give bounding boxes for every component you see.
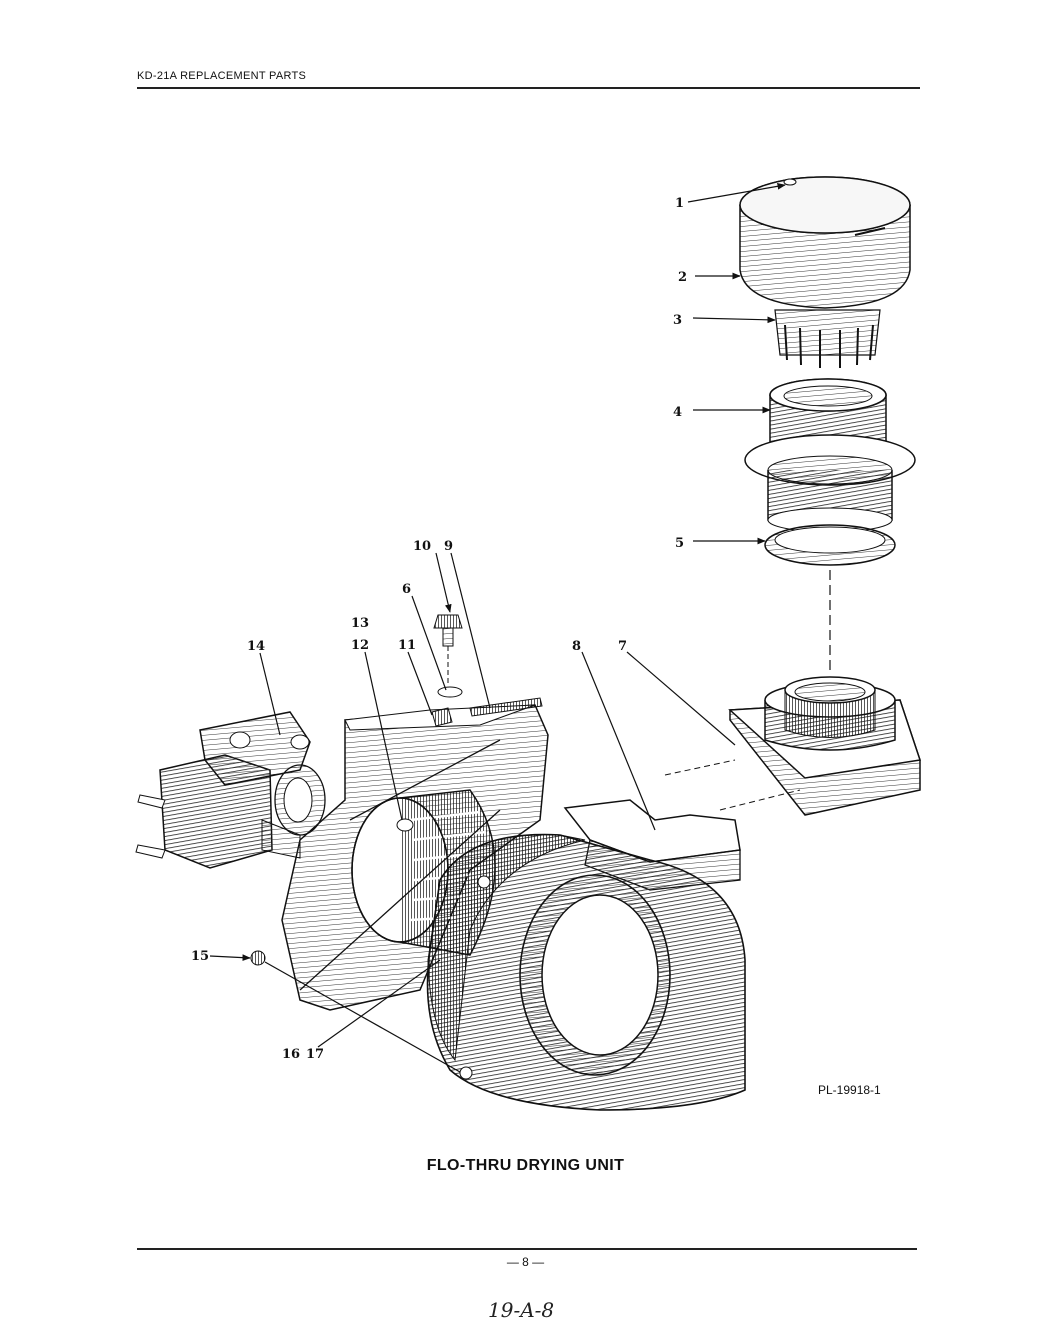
motor-coupling: [274, 764, 326, 836]
base-plate: [728, 676, 921, 816]
callout-7: 7: [618, 639, 627, 654]
callout-12: 12: [351, 638, 369, 653]
gasket-ring: [764, 524, 896, 566]
callout-2: 2: [678, 270, 687, 285]
header-title: KD-21A REPLACEMENT PARTS: [137, 70, 307, 82]
header-rule: [137, 87, 920, 89]
page-number: — 8 —: [506, 1255, 545, 1269]
callout-16: 16: [282, 1047, 300, 1062]
leader-lines: [209, 182, 786, 1073]
footer-rule: [137, 1248, 917, 1250]
callout-1: 1: [675, 196, 684, 211]
figure-caption: FLO-THRU DRYING UNIT: [426, 1157, 625, 1174]
clip-11: [431, 707, 453, 727]
plate-number: PL-19918-1: [818, 1083, 881, 1097]
callout-17: 17: [306, 1047, 324, 1062]
callout-8: 8: [572, 639, 581, 654]
blower-wheel: [351, 789, 496, 956]
callout-10: 10: [413, 539, 431, 554]
callout-15: 15: [191, 949, 209, 964]
callout-5: 5: [675, 536, 684, 551]
callout-4: 4: [673, 405, 682, 420]
callout-11: 11: [398, 638, 416, 653]
callout-6: 6: [402, 582, 411, 597]
callout-3: 3: [673, 313, 682, 328]
blower-housing-front: [426, 833, 746, 1111]
bolt-and-washer: [433, 614, 463, 698]
bracket-strip: [469, 697, 543, 717]
screw-15: [250, 950, 266, 966]
filter-element: [774, 309, 881, 368]
filter-cap: [739, 176, 911, 309]
callout-14: 14: [247, 639, 265, 654]
handwritten-note: 19-A-8: [488, 1298, 555, 1322]
filter-housing: [744, 378, 916, 533]
callout-13: 13: [351, 616, 369, 631]
callout-9: 9: [444, 539, 453, 554]
